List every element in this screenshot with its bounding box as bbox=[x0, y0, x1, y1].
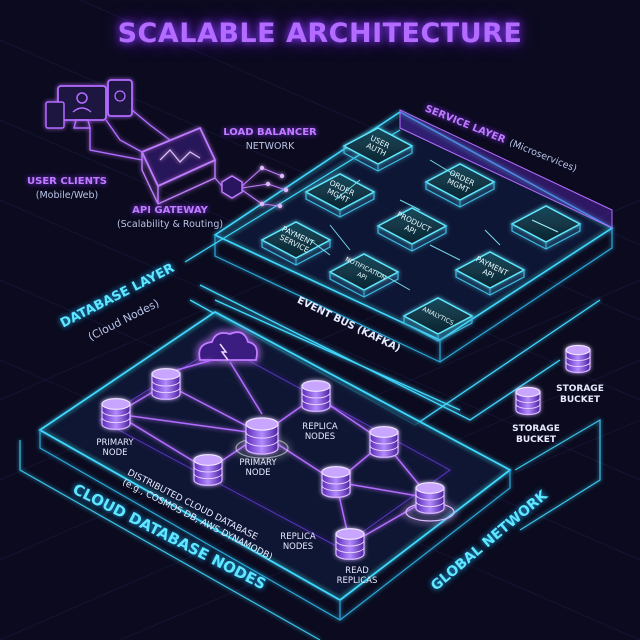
replica-upper-label: REPLICA NODES bbox=[290, 422, 350, 442]
database-node-icon bbox=[245, 417, 279, 455]
user-clients-devices bbox=[45, 79, 133, 129]
database-nodes bbox=[101, 368, 455, 560]
storage-buckets bbox=[515, 344, 591, 416]
database-node-icon bbox=[369, 426, 399, 458]
load-balancer-sub: NETWORK bbox=[245, 141, 295, 152]
storage-left-line2: BUCKET bbox=[515, 435, 557, 445]
load-balancer-node bbox=[214, 165, 289, 209]
cloud-icon bbox=[198, 331, 258, 361]
database-node-icon bbox=[101, 398, 131, 430]
database-node-icon bbox=[321, 466, 351, 498]
database-node-icon bbox=[335, 528, 365, 560]
primary-left-line1: PRIMARY bbox=[96, 438, 134, 448]
storage-bucket-icon bbox=[515, 386, 541, 416]
database-node-icon bbox=[301, 380, 331, 412]
replica-upper-line2: NODES bbox=[304, 432, 336, 442]
primary-node-left-label: PRIMARY NODE bbox=[85, 438, 145, 458]
service-tile: ORDERMGMT bbox=[424, 163, 496, 208]
read-replicas-label: READ REPLICAS bbox=[322, 566, 392, 586]
page-title: SCALABLE ARCHITECTURE bbox=[117, 18, 523, 49]
primary-node-center-label: PRIMARY NODE bbox=[228, 458, 288, 478]
service-tile: ANALYTICS bbox=[402, 297, 474, 342]
primary-left-line2: NODE bbox=[102, 448, 128, 458]
user-clients-label: USER CLIENTS bbox=[27, 176, 107, 187]
database-node-icon bbox=[193, 454, 223, 486]
service-tile: PAYMENTAPI bbox=[454, 251, 526, 296]
storage-left-line1: STORAGE bbox=[512, 424, 560, 434]
service-tile bbox=[510, 205, 582, 250]
database-node-icon bbox=[151, 368, 181, 400]
primary-center-line1: PRIMARY bbox=[239, 458, 277, 468]
service-layer-banner bbox=[399, 109, 613, 229]
primary-center-line2: NODE bbox=[245, 468, 271, 478]
service-tile: PAYMENTSERVICE bbox=[260, 221, 332, 266]
api-gateway-box bbox=[140, 126, 217, 205]
replica-lower-line1: REPLICA bbox=[280, 532, 316, 542]
load-balancer-label: LOAD BALANCER bbox=[223, 127, 317, 138]
replica-lower-line2: NODES bbox=[282, 542, 314, 552]
replica-lower-label: REPLICA NODES bbox=[268, 532, 328, 552]
read-replicas-line1: READ bbox=[345, 566, 369, 576]
storage-bucket-icon bbox=[565, 344, 591, 374]
replica-upper-line1: REPLICA bbox=[302, 422, 338, 432]
storage-right-line1: STORAGE bbox=[556, 384, 604, 394]
storage-right-line2: BUCKET bbox=[559, 395, 601, 405]
user-clients-sub: (Mobile/Web) bbox=[35, 190, 99, 201]
read-replicas-line2: REPLICAS bbox=[336, 576, 378, 586]
service-tile: USERAUTH bbox=[342, 127, 414, 172]
database-node-icon bbox=[415, 482, 445, 514]
client-links bbox=[89, 109, 171, 161]
storage-label-right: STORAGE BUCKET bbox=[540, 384, 620, 406]
service-arrows bbox=[309, 159, 501, 291]
api-gateway-label: API GATEWAY bbox=[132, 205, 208, 216]
service-tile: NOTIFICATIONAPI bbox=[328, 253, 400, 298]
storage-label-left: STORAGE BUCKET bbox=[496, 424, 576, 446]
global-network-outline bbox=[19, 418, 601, 640]
api-gateway-sub: (Scalability & Routing) bbox=[116, 219, 224, 230]
event-bus bbox=[199, 284, 561, 421]
